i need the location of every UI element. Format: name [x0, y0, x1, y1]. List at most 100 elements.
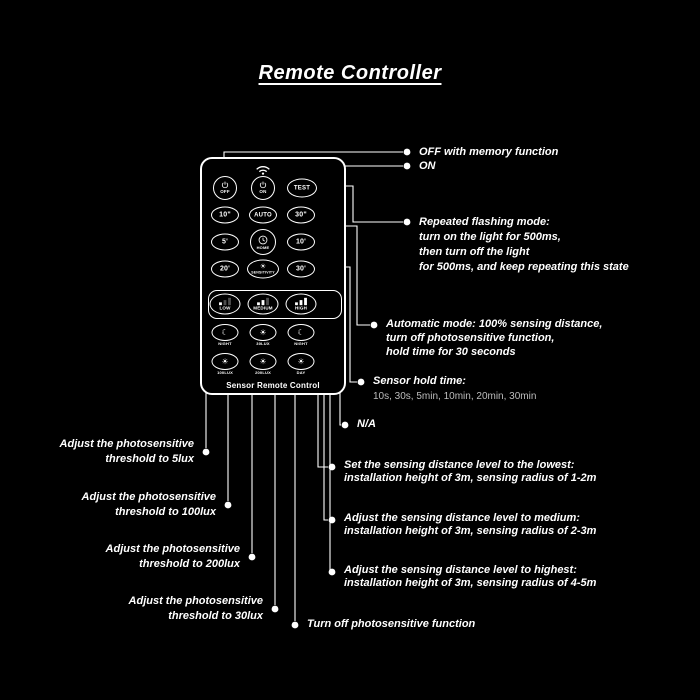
- sun-icon: ☀: [259, 262, 267, 271]
- button-30lux: ☀ 30LUX: [249, 324, 277, 346]
- text-line: ON: [419, 160, 436, 172]
- dot-off: [403, 148, 411, 156]
- button-label: HOME: [256, 244, 270, 250]
- sun-icon: ☀: [221, 356, 229, 366]
- annotation-100lux: Adjust the photosensitive threshold to 1…: [20, 490, 216, 520]
- annotation-distance-low: Set the sensing distance level to the lo…: [344, 459, 596, 485]
- button-label: TEST: [293, 185, 311, 191]
- annotation-automatic-mode: Automatic mode: 100% sensing distance, t…: [386, 317, 602, 359]
- button-10s: 10": [211, 206, 239, 224]
- dot-distance-medium: [328, 516, 336, 524]
- button-label: 200LUX: [255, 370, 271, 375]
- button-test: TEST: [287, 178, 317, 198]
- text-line: installation height of 3m, sensing radiu…: [344, 472, 597, 484]
- button-10m: 10': [287, 233, 315, 251]
- button-night-5lux: ☾ NIGHT: [211, 324, 239, 346]
- text-line: hold time for 30 seconds: [386, 346, 516, 358]
- text-line: Adjust the photosensitive: [59, 438, 194, 450]
- text-line: threshold to 200lux: [139, 558, 240, 570]
- button-label: 5': [222, 238, 228, 246]
- button-label: 30': [295, 265, 307, 273]
- text-line: Set the sensing distance level to the lo…: [344, 459, 575, 471]
- button-on: ON: [251, 176, 275, 200]
- dot-30lux: [271, 605, 279, 613]
- annotation-flashing-mode: Repeated flashing mode: turn on the ligh…: [419, 215, 629, 275]
- text-line: Adjust the sensing distance level to med…: [344, 512, 580, 524]
- button-high: HIGH: [285, 293, 317, 315]
- button-label: NIGHT: [294, 341, 308, 346]
- button-label: DAY: [296, 370, 306, 375]
- button-label: 100LUX: [217, 370, 233, 375]
- button-low: LOW: [209, 293, 241, 315]
- text-line: turn on the light for 500ms,: [419, 231, 561, 243]
- text-line: Automatic mode: 100% sensing distance,: [386, 318, 603, 330]
- text-line: threshold to 30lux: [168, 610, 263, 622]
- power-icon: [259, 181, 267, 189]
- button-medium: MEDIUM: [247, 293, 279, 315]
- text-line: Adjust the photosensitive: [105, 543, 240, 555]
- dot-test: [403, 218, 411, 226]
- button-day-off: ☀ DAY: [287, 353, 315, 375]
- clock-icon: [258, 235, 268, 244]
- annotation-na: N/A: [357, 418, 376, 431]
- sun-icon: ☀: [297, 356, 305, 366]
- text-line: turn off photosensitive function,: [386, 332, 555, 344]
- button-night-na: ☾ NIGHT: [287, 324, 315, 346]
- button-label: 30LUX: [256, 341, 270, 346]
- button-label: 30": [295, 211, 307, 219]
- annotation-on: ON: [419, 160, 436, 173]
- text-line: threshold to 100lux: [115, 506, 216, 518]
- dot-hold-time: [357, 378, 365, 386]
- button-label: 10': [295, 238, 307, 246]
- signal-medium-icon: [257, 297, 269, 305]
- signal-high-icon: [295, 297, 307, 305]
- button-5m: 5': [211, 233, 239, 251]
- button-label: LOW: [219, 305, 231, 311]
- text-line: OFF with memory function: [419, 146, 559, 158]
- button-auto: AUTO: [249, 206, 277, 224]
- button-label: AUTO: [254, 212, 272, 218]
- dot-na: [341, 421, 349, 429]
- dot-200lux: [248, 553, 256, 561]
- dot-photo-off: [291, 621, 299, 629]
- button-off: OFF: [213, 176, 237, 200]
- button-100lux: ☀ 100LUX: [211, 353, 239, 375]
- button-30m: 30': [287, 260, 315, 278]
- dot-100lux: [224, 501, 232, 509]
- button-label: MEDIUM: [253, 305, 273, 311]
- text-line: Turn off photosensitive function: [307, 618, 476, 630]
- button-label: SENSITIVITY: [251, 270, 275, 275]
- button-sensitivity: ☀ SENSITIVITY: [247, 259, 279, 279]
- power-icon: [221, 181, 229, 189]
- button-200lux: ☀ 200LUX: [249, 353, 277, 375]
- dot-5lux: [202, 448, 210, 456]
- button-label: 10": [219, 211, 231, 219]
- dot-distance-low: [328, 463, 336, 471]
- text-line: Sensor hold time:: [373, 375, 466, 387]
- text-line: threshold to 5lux: [105, 453, 194, 465]
- sun-icon: ☀: [259, 356, 267, 366]
- text-line: then turn off the light: [419, 246, 530, 258]
- remote-controller: OFF ON TEST 10" AUTO 30" 5': [200, 157, 346, 395]
- button-20m: 20': [211, 260, 239, 278]
- text-line: for 500ms, and keep repeating this state: [419, 261, 629, 273]
- button-label: OFF: [220, 189, 230, 195]
- annotation-distance-medium: Adjust the sensing distance level to med…: [344, 512, 596, 538]
- annotation-5lux: Adjust the photosensitive threshold to 5…: [20, 437, 194, 467]
- text-line: Adjust the sensing distance level to hig…: [344, 564, 577, 576]
- text-line: installation height of 3m, sensing radiu…: [344, 525, 597, 537]
- button-home: HOME: [250, 229, 276, 255]
- distance-group-box: [208, 290, 342, 319]
- dot-on: [403, 162, 411, 170]
- button-label: NIGHT: [218, 341, 232, 346]
- text-line: Adjust the photosensitive: [128, 595, 263, 607]
- annotation-photo-off: Turn off photosensitive function: [307, 618, 475, 631]
- remote-footer-label: Sensor Remote Control: [226, 381, 320, 390]
- annotation-off: OFF with memory function: [419, 146, 558, 159]
- signal-low-icon: [219, 297, 231, 305]
- button-label: HIGH: [294, 305, 308, 311]
- sun-icon: ☀: [259, 327, 267, 337]
- dot-auto: [370, 321, 378, 329]
- text-line: N/A: [357, 418, 376, 430]
